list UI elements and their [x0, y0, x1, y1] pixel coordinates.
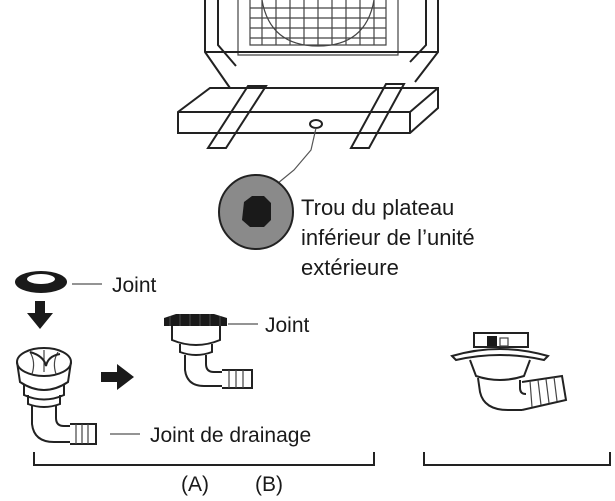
drain-joint-label: Joint de drainage [150, 424, 311, 447]
arrow-down-icon [27, 301, 53, 329]
gasket-ring-icon [15, 271, 67, 293]
assembled-gasket-label: Joint [265, 314, 310, 337]
group-b-label: (B) [255, 473, 283, 496]
group-a-label: (A) [181, 473, 209, 496]
hole-label-line3: extérieure [301, 255, 399, 280]
gasket-label: Joint [112, 274, 157, 297]
assembled-drain-icon [164, 314, 253, 389]
right-group-bracket [423, 452, 611, 466]
hole-label-line1: Trou du plateau [301, 195, 454, 220]
drain-elbow-icon [16, 347, 97, 445]
left-group-bracket [33, 452, 375, 466]
hole-zoom-icon [218, 174, 294, 250]
arrow-right-icon [101, 364, 134, 390]
outdoor-unit-base-icon [177, 0, 439, 149]
hole-label-line2: inférieur de l’unité [301, 225, 475, 250]
hole-leader-line [271, 127, 317, 189]
alt-drain-icon [450, 332, 568, 411]
